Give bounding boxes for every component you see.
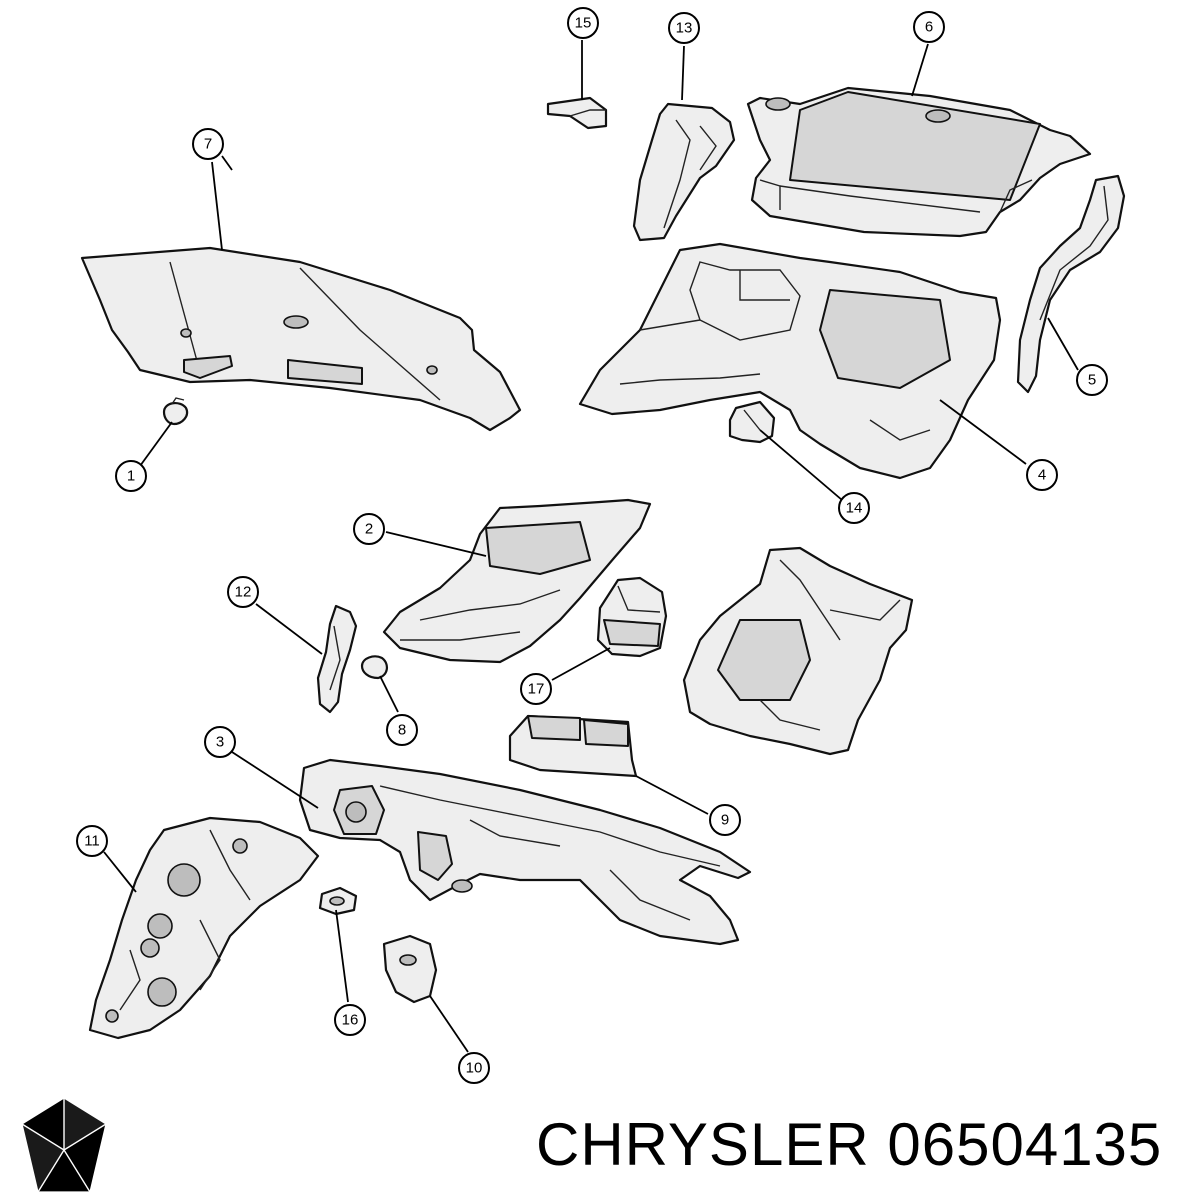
leader-7b — [221, 155, 233, 171]
callout-4: 4 — [1026, 459, 1058, 491]
part-8-clip — [360, 655, 388, 680]
svg-text:4: 4 — [1038, 467, 1046, 484]
callout-1: 1 — [115, 460, 147, 492]
leader-6 — [911, 43, 929, 97]
callout-7: 7 — [192, 128, 224, 160]
svg-text:12: 12 — [235, 584, 252, 601]
leader-3 — [231, 751, 319, 809]
callout-2: 2 — [353, 513, 385, 545]
part-5-rear-trim — [1016, 174, 1126, 394]
callout-10: 10 — [458, 1052, 490, 1084]
callout-12: 12 — [227, 576, 259, 608]
leader-lines — [103, 40, 1079, 1053]
leader-14 — [759, 429, 843, 501]
svg-text:15: 15 — [575, 15, 592, 32]
leader-10 — [429, 995, 469, 1053]
svg-text:16: 16 — [342, 1012, 359, 1029]
part-10-pad — [382, 934, 438, 1004]
part-9-insulation — [508, 714, 638, 778]
svg-text:17: 17 — [528, 681, 545, 698]
part-17-bracket — [596, 576, 668, 658]
leader-9 — [635, 775, 709, 815]
chrysler-pentastar-logo-icon — [21, 1097, 107, 1193]
callout-13: 13 — [668, 12, 700, 44]
svg-text:9: 9 — [721, 812, 729, 829]
callout-17: 17 — [520, 673, 552, 705]
callout-15: 15 — [567, 7, 599, 39]
leader-17 — [551, 647, 611, 681]
leader-7 — [211, 161, 223, 251]
part-13-pillar-trim — [632, 102, 736, 242]
svg-text:13: 13 — [676, 20, 693, 37]
callout-3: 3 — [204, 726, 236, 758]
svg-text:6: 6 — [925, 19, 933, 36]
svg-text:8: 8 — [398, 722, 406, 739]
part-11-cowl-insulator — [88, 816, 320, 1040]
footer-part-label: CHRYSLER 06504135 — [536, 1110, 1196, 1180]
part-front-carpet-right — [682, 546, 914, 756]
callout-5: 5 — [1076, 364, 1108, 396]
brand-name: CHRYSLER — [536, 1111, 870, 1178]
part-16-grommet — [318, 886, 358, 916]
svg-text:7: 7 — [204, 136, 212, 153]
part-15-pad — [546, 96, 608, 130]
part-6-rear-panel — [746, 86, 1092, 238]
part-3-dash-insulator — [298, 758, 752, 946]
part-7-headliner — [80, 246, 522, 432]
part-1-clip — [162, 397, 189, 426]
callout-14: 14 — [838, 492, 870, 524]
leader-12 — [255, 603, 323, 655]
part-4-rear-carpet — [578, 242, 1002, 480]
part-2-front-carpet — [382, 498, 652, 664]
svg-text:1: 1 — [127, 468, 135, 485]
svg-text:5: 5 — [1088, 372, 1096, 389]
leader-5 — [1047, 317, 1079, 371]
pentastar-shape — [21, 1097, 107, 1193]
leader-4 — [939, 399, 1027, 465]
callout-11: 11 — [76, 825, 108, 857]
leader-2 — [385, 531, 487, 557]
callout-6: 6 — [913, 11, 945, 43]
callout-9: 9 — [709, 804, 741, 836]
callout-8: 8 — [386, 714, 418, 746]
svg-text:10: 10 — [466, 1060, 483, 1077]
callouts: 1 2 3 4 5 6 7 8 9 10 11 12 13 14 15 16 1… — [76, 7, 1108, 1084]
leader-11 — [103, 851, 137, 893]
leader-1 — [139, 421, 173, 467]
svg-text:11: 11 — [84, 833, 100, 850]
callout-16: 16 — [334, 1004, 366, 1036]
svg-text:2: 2 — [365, 521, 373, 538]
leader-13 — [681, 45, 685, 101]
part-12-panel — [316, 604, 358, 714]
leader-8 — [379, 675, 399, 713]
svg-text:3: 3 — [216, 734, 224, 751]
leader-16 — [335, 909, 349, 1003]
part-number: 06504135 — [887, 1111, 1163, 1178]
svg-text:14: 14 — [846, 500, 863, 517]
